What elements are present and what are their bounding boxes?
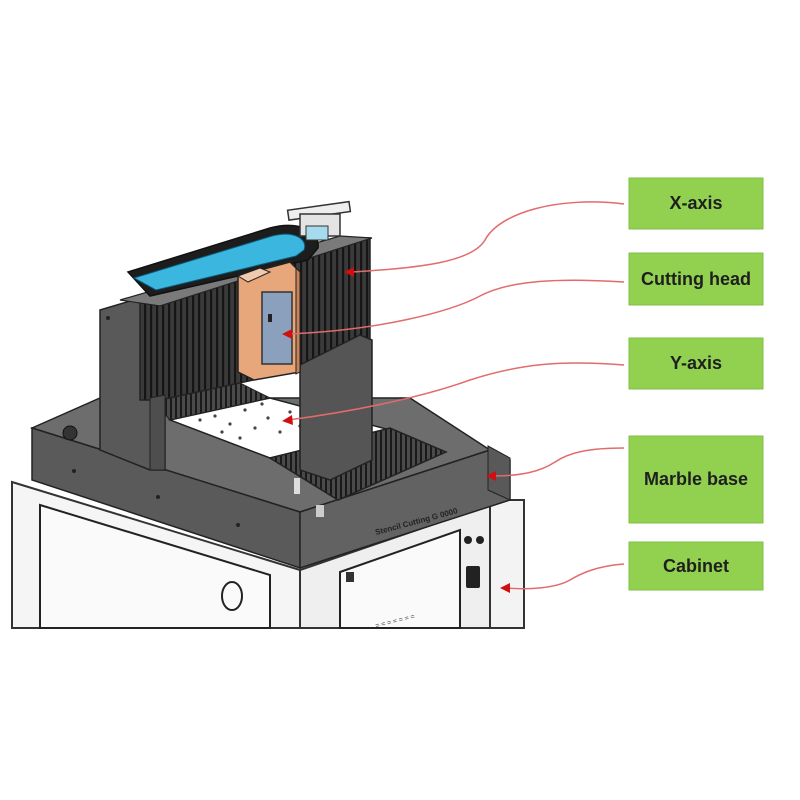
leader-cutting-head (287, 279, 625, 335)
label-box-marble-base (628, 435, 764, 524)
arrow-head-marble-base (486, 471, 496, 481)
label-marble-base: Marble base (643, 469, 749, 489)
label-y-axis: Y-axis (669, 353, 723, 373)
arrow-head-x-axis (344, 267, 354, 277)
label-boxes (628, 177, 764, 591)
leader-x-axis (351, 201, 625, 273)
label-cabinet: Cabinet (662, 555, 729, 576)
label-box-y-axis (628, 337, 764, 390)
arrow-heads (282, 267, 510, 593)
leader-y-axis (287, 362, 625, 421)
leader-cabinet (505, 563, 625, 590)
label-x-axis: X-axis (669, 193, 723, 213)
cabinet: = = = = = = = (11, 480, 525, 630)
cutting-head (236, 261, 301, 381)
leader-marble-base (492, 447, 625, 477)
leader-lines (287, 201, 625, 590)
drag-chain (126, 200, 352, 297)
label-box-cutting-head (628, 252, 764, 306)
label-cutting-head: Cutting head (641, 268, 751, 289)
label-box-x-axis (628, 177, 764, 230)
arrow-head-y-axis (282, 415, 293, 425)
label-box-cabinet (628, 541, 764, 591)
arrow-head-cutting-head (282, 329, 292, 339)
arrow-head-cabinet (500, 583, 510, 593)
